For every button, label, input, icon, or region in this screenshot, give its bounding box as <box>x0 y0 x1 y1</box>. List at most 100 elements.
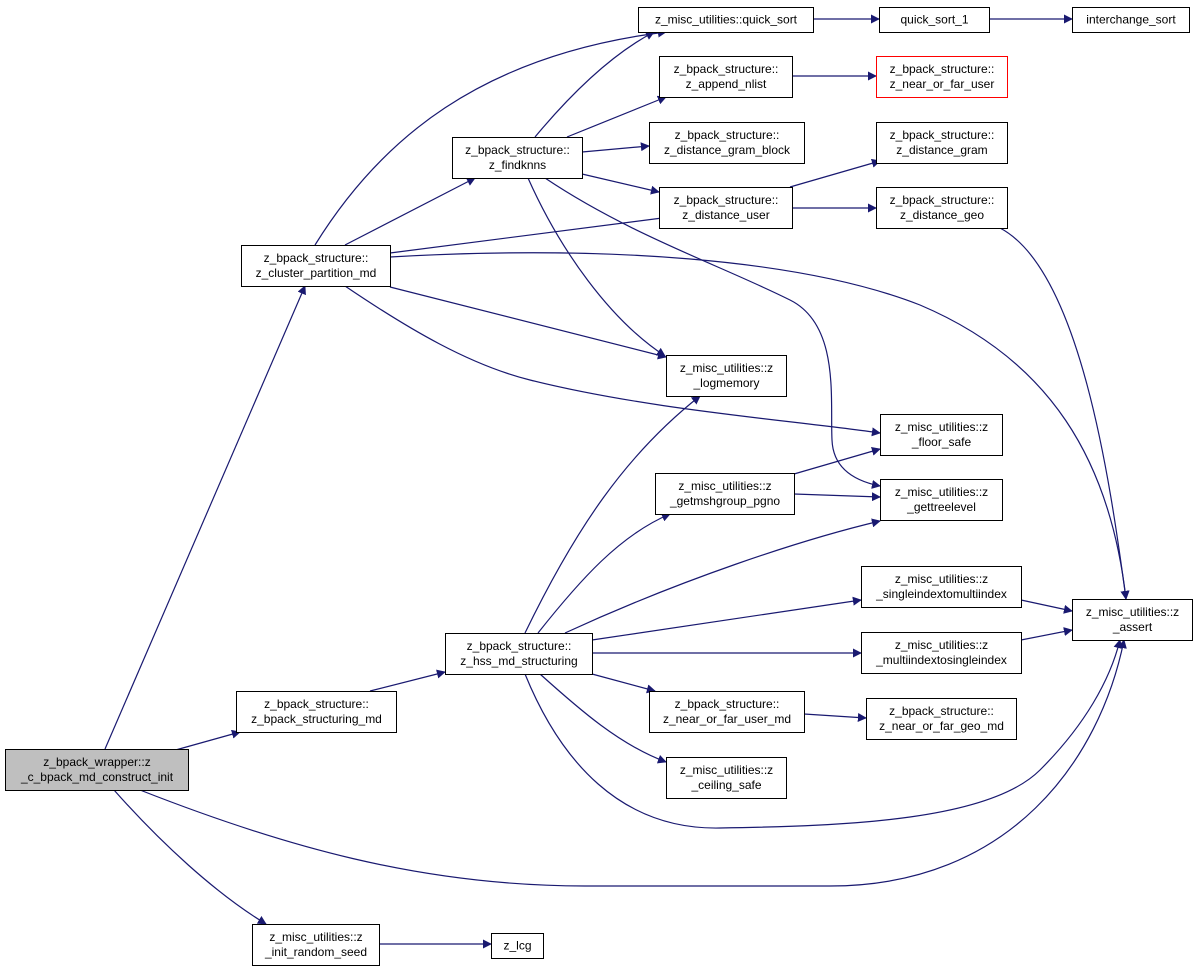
node-box <box>491 933 544 959</box>
node-label-line: _getmshgroup_pgno <box>669 494 780 508</box>
node-label-line: z_misc_utilities::z <box>1086 605 1179 619</box>
edge-findknns-to-quick_sort <box>534 31 655 138</box>
node-label-line: z_misc_utilities::z <box>680 361 773 375</box>
node-gettreelevel[interactable]: z_misc_utilities::z_gettreelevel <box>880 479 1003 521</box>
edge-bpack_structuring-to-hss_md <box>369 669 446 692</box>
node-label-line: z_bpack_structure:: <box>264 697 369 711</box>
node-label-line: interchange_sort <box>1086 13 1176 27</box>
node-label-line: z_append_nlist <box>686 77 767 91</box>
node-label-line: z_distance_gram_block <box>664 143 791 157</box>
node-box <box>879 7 990 33</box>
node-label-line: _ceiling_safe <box>690 778 761 792</box>
node-logmemory[interactable]: z_misc_utilities::z_logmemory <box>666 355 787 397</box>
node-box <box>666 757 787 799</box>
node-box <box>876 122 1008 164</box>
node-bpack_structuring[interactable]: z_bpack_structure::z_bpack_structuring_m… <box>236 691 397 733</box>
node-assert[interactable]: z_misc_utilities::z_assert <box>1072 599 1193 641</box>
edge-hss_md-to-getmshgroup <box>537 512 671 634</box>
node-lcg[interactable]: z_lcg <box>491 933 544 959</box>
node-label-line: z_misc_utilities::z <box>895 485 988 499</box>
node-label-line: z_misc_utilities::quick_sort <box>655 13 798 27</box>
node-label-line: _singleindextomultiindex <box>875 587 1007 601</box>
node-getmshgroup[interactable]: z_misc_utilities::z_getmshgroup_pgno <box>655 473 795 515</box>
edge-multi2single-to-assert <box>1020 627 1073 641</box>
node-cluster_partition[interactable]: z_bpack_structure::z_cluster_partition_m… <box>241 245 391 287</box>
node-dist_gram[interactable]: z_bpack_structure::z_distance_gram <box>876 122 1008 164</box>
node-label-line: _init_random_seed <box>264 945 367 959</box>
edge-dist_geo-to-assert <box>999 227 1130 600</box>
node-box <box>236 691 397 733</box>
node-near_far_geo_md[interactable]: z_bpack_structure::z_near_or_far_geo_md <box>866 698 1017 740</box>
node-quick_sort[interactable]: z_misc_utilities::quick_sort <box>638 7 814 33</box>
node-box <box>655 473 795 515</box>
node-label-line: _gettreelevel <box>906 500 976 514</box>
node-box <box>241 245 391 287</box>
node-box <box>252 924 380 966</box>
node-label-line: _logmemory <box>692 376 759 390</box>
edge-findknns-to-dist_gram_block <box>581 142 650 153</box>
node-label-line: z_near_or_far_user <box>890 77 995 91</box>
node-label-line: z_bpack_structure:: <box>675 697 780 711</box>
node-hss_md[interactable]: z_bpack_structure::z_hss_md_structuring <box>445 633 593 675</box>
node-label-line: z_misc_utilities::z <box>678 479 771 493</box>
node-box <box>876 56 1008 98</box>
nodes-layer: z_bpack_wrapper::z_c_bpack_md_construct_… <box>5 7 1193 966</box>
node-near_far_user_md[interactable]: z_bpack_structure::z_near_or_far_user_md <box>649 691 805 733</box>
node-label-line: z_bpack_structure:: <box>465 143 570 157</box>
edge-construct_init-to-init_random_seed <box>113 789 267 925</box>
node-box <box>880 479 1003 521</box>
node-label-line: z_findknns <box>489 158 546 172</box>
node-quick_sort_1[interactable]: quick_sort_1 <box>879 7 990 33</box>
edge-cluster_partition-to-assert <box>389 252 1130 600</box>
node-append_nlist[interactable]: z_bpack_structure::z_append_nlist <box>659 56 793 98</box>
node-interchange_sort[interactable]: interchange_sort <box>1072 7 1190 33</box>
edge-cluster_partition-to-findknns <box>344 177 476 246</box>
edge-getmshgroup-to-floor_safe <box>793 446 881 475</box>
node-label-line: z_misc_utilities::z <box>680 763 773 777</box>
edge-cluster_partition-to-quick_sort <box>314 28 667 246</box>
node-dist_user[interactable]: z_bpack_structure::z_distance_user <box>659 187 793 229</box>
node-multi2single[interactable]: z_misc_utilities::z_multiindextosinglein… <box>861 632 1022 674</box>
node-near_far_user[interactable]: z_bpack_structure::z_near_or_far_user <box>876 56 1008 98</box>
node-findknns[interactable]: z_bpack_structure::z_findknns <box>452 137 583 179</box>
node-label-line: z_misc_utilities::z <box>895 572 988 586</box>
edge-findknns-to-logmemory <box>527 177 666 357</box>
node-single2multi[interactable]: z_misc_utilities::z_singleindextomultiin… <box>861 566 1022 608</box>
edge-findknns-to-dist_user <box>581 173 660 195</box>
node-label-line: z_bpack_structure:: <box>675 128 780 142</box>
edge-dist_user-to-dist_gram <box>789 158 881 188</box>
node-box <box>452 137 583 179</box>
node-box <box>866 698 1017 740</box>
node-label-line: z_bpack_structure:: <box>674 62 779 76</box>
node-floor_safe[interactable]: z_misc_utilities::z_floor_safe <box>880 414 1003 456</box>
edge-near_far_user_md-to-near_far_geo_md <box>803 712 867 722</box>
edge-hss_md-to-logmemory <box>524 395 701 634</box>
node-label-line: z_bpack_structure:: <box>264 251 369 265</box>
node-label-line: z_bpack_structure:: <box>467 639 572 653</box>
edge-construct_init-to-cluster_partition <box>104 285 306 750</box>
edge-hss_md-to-assert <box>524 639 1123 829</box>
edge-construct_init-to-bpack_structuring <box>171 729 241 752</box>
edge-cluster_partition-to-logmemory <box>389 286 667 360</box>
edge-cluster_partition-to-floor_safe <box>344 285 881 437</box>
node-label-line: z_distance_geo <box>900 208 984 222</box>
node-label-line: z_cluster_partition_md <box>256 266 377 280</box>
node-label-line: z_bpack_structure:: <box>890 128 995 142</box>
node-label-line: z_misc_utilities::z <box>269 930 362 944</box>
node-label-line: z_misc_utilities::z <box>895 638 988 652</box>
node-construct_init: z_bpack_wrapper::z_c_bpack_md_construct_… <box>5 749 189 791</box>
node-dist_geo[interactable]: z_bpack_structure::z_distance_geo <box>876 187 1008 229</box>
edge-findknns-to-gettreelevel <box>544 177 881 489</box>
edge-cluster_partition-to-dist_user <box>389 213 671 254</box>
node-box <box>666 355 787 397</box>
node-label-line: z_bpack_wrapper::z <box>43 755 150 769</box>
node-init_random_seed[interactable]: z_misc_utilities::z_init_random_seed <box>252 924 380 966</box>
node-box <box>861 566 1022 608</box>
node-box <box>1072 7 1190 33</box>
node-dist_gram_block[interactable]: z_bpack_structure::z_distance_gram_block <box>649 122 805 164</box>
node-ceiling_safe[interactable]: z_misc_utilities::z_ceiling_safe <box>666 757 787 799</box>
edge-construct_init-to-assert <box>139 639 1127 887</box>
node-box <box>861 632 1022 674</box>
edge-findknns-to-append_nlist <box>566 95 667 138</box>
node-box <box>880 414 1003 456</box>
